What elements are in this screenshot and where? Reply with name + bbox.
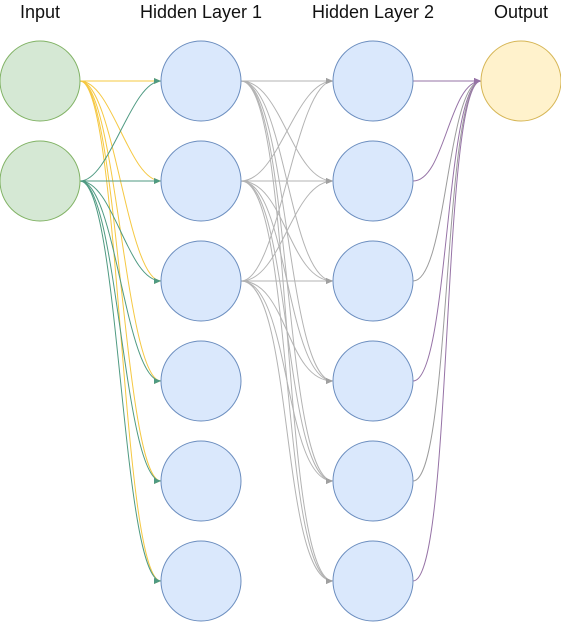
edge-input-2-to-hidden1-1 — [79, 78, 162, 182]
edge-input-2-to-hidden1-5 — [79, 180, 162, 484]
edge-hidden1-3-to-hidden2-2 — [240, 178, 334, 282]
edge-hidden2-5-to-output — [412, 78, 482, 482]
hidden-2-neuron-4 — [332, 340, 414, 422]
edge-hidden2-6-to-output — [412, 78, 482, 582]
edge-hidden2-3-to-output — [412, 78, 482, 282]
edge-input-2-to-hidden1-4 — [79, 180, 162, 384]
hidden-1-neuron-2 — [160, 140, 242, 222]
edge-hidden2-2-to-output — [412, 78, 482, 182]
edge-hidden1-3-to-hidden2-4 — [240, 280, 334, 384]
neurons — [0, 40, 561, 622]
output-layer-label: Output — [493, 2, 549, 22]
hidden-2-neuron-3 — [332, 240, 414, 322]
edge-input-2-to-hidden1-3 — [79, 180, 162, 284]
edge-hidden1-2-to-hidden2-1 — [240, 78, 334, 182]
hidden-2-neuron-1 — [332, 40, 414, 122]
hidden-1-neuron-4 — [160, 340, 242, 422]
hidden-layer-1-label: Hidden Layer 1 — [139, 2, 263, 22]
hidden-layer-2-label: Hidden Layer 2 — [311, 2, 435, 22]
edge-hidden1-3-to-hidden2-5 — [240, 280, 334, 484]
edge-hidden2-4-to-output — [412, 78, 482, 382]
hidden-1-neuron-6 — [160, 540, 242, 622]
edge-hidden1-3-to-hidden2-1 — [240, 78, 334, 282]
hidden-2-neuron-5 — [332, 440, 414, 522]
input-neuron-1 — [0, 40, 81, 122]
hidden-1-neuron-3 — [160, 240, 242, 322]
hidden-1-neuron-1 — [160, 40, 242, 122]
hidden-2-neuron-2 — [332, 140, 414, 222]
connections — [79, 78, 482, 584]
input-layer-label: Input — [19, 2, 61, 22]
edge-input-2-to-hidden1-6 — [79, 180, 162, 584]
edge-hidden1-3-to-hidden2-6 — [240, 280, 334, 584]
hidden-1-neuron-5 — [160, 440, 242, 522]
hidden-2-neuron-6 — [332, 540, 414, 622]
input-neuron-2 — [0, 140, 81, 222]
output-neuron-1 — [480, 40, 561, 122]
